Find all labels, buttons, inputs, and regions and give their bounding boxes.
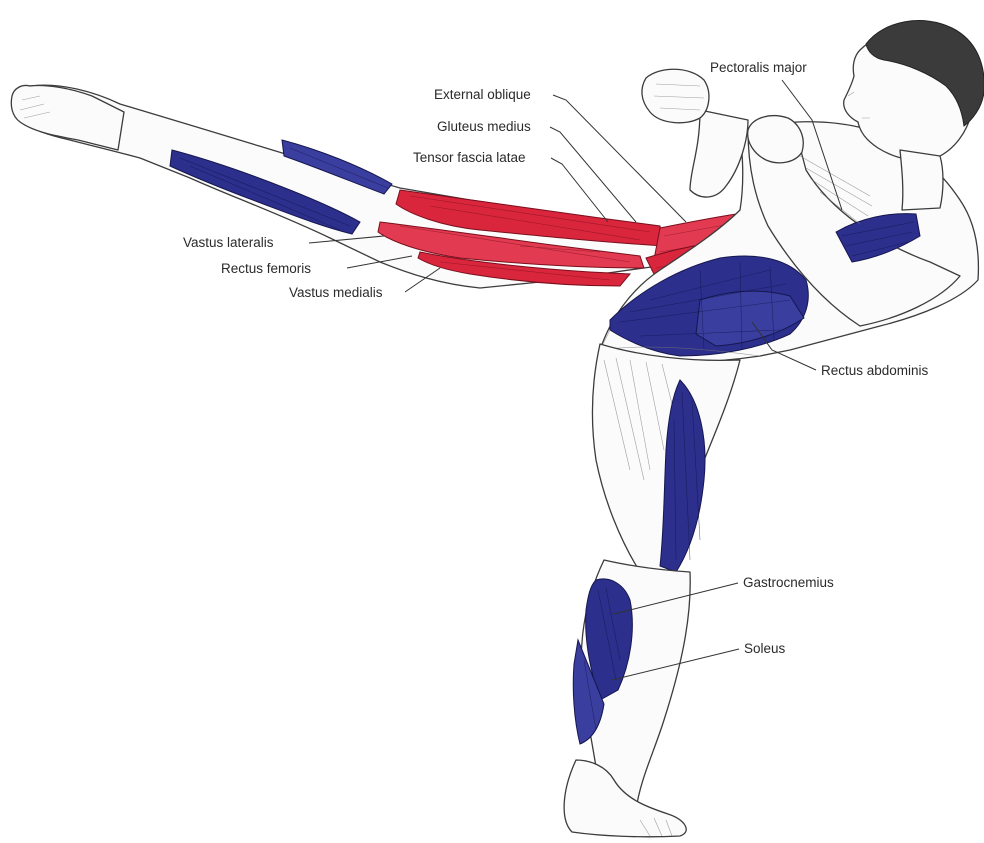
label-soleus: Soleus [744, 641, 786, 656]
label-vastus-medialis: Vastus medialis [289, 285, 383, 300]
label-tensor-fascia-latae: Tensor fascia latae [413, 150, 526, 165]
fist-upper [642, 69, 709, 123]
label-rectus-femoris: Rectus femoris [221, 261, 311, 276]
label-rectus-abdominis: Rectus abdominis [821, 363, 929, 378]
label-gastrocnemius: Gastrocnemius [743, 575, 834, 590]
upper-arm-rear [690, 110, 748, 197]
neck [900, 150, 943, 210]
kicking-foot [11, 85, 124, 150]
label-pectoralis-major: Pectoralis major [710, 60, 807, 75]
label-vastus-lateralis: Vastus lateralis [183, 235, 274, 250]
label-gluteus-medius: Gluteus medius [437, 119, 531, 134]
figure [11, 21, 984, 837]
label-external-oblique: External oblique [434, 87, 531, 102]
